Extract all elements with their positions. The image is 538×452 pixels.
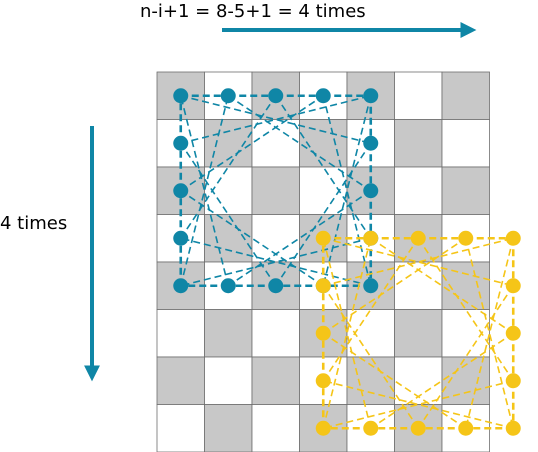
board-cell	[441, 119, 490, 168]
window-node	[363, 88, 379, 104]
board-cell	[204, 356, 253, 405]
board-cell	[251, 356, 300, 405]
left-label: 4 times	[0, 213, 67, 234]
board-cell	[204, 309, 253, 358]
window-edge	[275, 95, 372, 239]
window-node	[363, 183, 379, 199]
window-edge	[227, 190, 372, 287]
window-node	[410, 420, 426, 436]
teal-window	[173, 88, 379, 294]
window-node	[458, 230, 474, 246]
window-node	[268, 88, 284, 104]
window-edge	[370, 332, 514, 429]
window-node	[220, 88, 236, 104]
window-node	[363, 135, 379, 151]
window-node	[505, 230, 521, 246]
window-node	[315, 88, 331, 104]
window-edge	[417, 237, 514, 382]
board-cell	[251, 404, 300, 452]
window-node	[173, 278, 189, 294]
board-cell	[156, 309, 205, 358]
window-edge	[322, 285, 419, 429]
sliding-windows	[173, 88, 521, 436]
window-edge	[417, 285, 514, 429]
window-node	[268, 278, 284, 294]
board-cell	[251, 309, 300, 358]
window-node	[315, 420, 331, 436]
board-cell	[156, 356, 205, 405]
window-node	[173, 230, 189, 246]
window-edge	[227, 95, 372, 192]
board-cell	[156, 404, 205, 452]
board-cell	[394, 119, 443, 168]
window-node	[315, 373, 331, 389]
window-edge	[180, 190, 324, 287]
window-node	[410, 230, 426, 246]
board-cell	[394, 71, 443, 120]
window-node	[315, 278, 331, 294]
window-edge	[370, 237, 514, 334]
window-edge	[180, 142, 277, 287]
window-node	[315, 325, 331, 341]
window-edge	[322, 237, 419, 382]
window-edge	[180, 95, 324, 192]
window-node	[315, 230, 331, 246]
window-node	[173, 183, 189, 199]
window-edge	[180, 95, 277, 239]
window-edge	[322, 332, 467, 429]
board-cell	[441, 71, 490, 120]
window-node	[505, 420, 521, 436]
window-edge	[275, 142, 372, 287]
window-node	[173, 88, 189, 104]
window-node	[505, 373, 521, 389]
window-node	[458, 420, 474, 436]
window-node	[505, 325, 521, 341]
window-node	[363, 278, 379, 294]
window-node	[220, 278, 236, 294]
window-edge	[322, 237, 467, 334]
board-cell	[394, 309, 443, 358]
top-label: n-i+1 = 8-5+1 = 4 times	[140, 1, 366, 22]
board-cell	[441, 166, 490, 215]
board-cell	[204, 404, 253, 452]
yellow-window	[315, 230, 521, 436]
window-node	[363, 230, 379, 246]
window-node	[173, 135, 189, 151]
window-node	[363, 420, 379, 436]
board-cell	[251, 166, 300, 215]
board-cell	[394, 166, 443, 215]
window-node	[505, 278, 521, 294]
